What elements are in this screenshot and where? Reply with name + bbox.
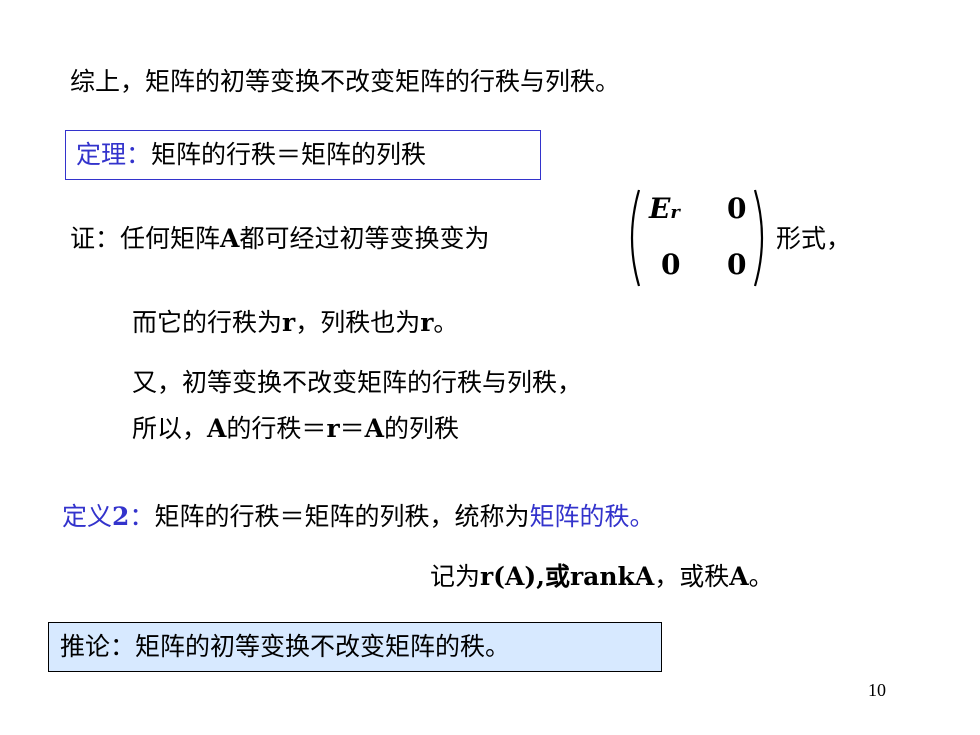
proof-text-e: 。 (433, 308, 459, 337)
definition-2: 定义2：矩阵的行秩＝矩阵的列秩，统称为矩阵的秩。 (62, 500, 654, 534)
matrix-cell-bottom-left: 0 (661, 248, 681, 281)
theorem-statement: 矩阵的行秩＝矩阵的列秩 (151, 140, 427, 169)
notation-text-d: 。 (748, 562, 774, 591)
corollary-label: 推论： (60, 632, 136, 661)
proof-text-d: ，列秩也为 (295, 308, 421, 337)
theorem-label: 定理： (76, 140, 152, 169)
notation-text-b: ,或 (536, 562, 570, 591)
matrix-cell-identity: Er (649, 192, 680, 225)
var-r: r (326, 414, 340, 443)
proof-text-f: 所以， (132, 414, 208, 443)
proof-text-a: 任何矩阵 (120, 224, 221, 253)
theorem-text: 定理：矩阵的行秩＝矩阵的列秩 (76, 138, 426, 172)
proof-line-1-end: 形式， (776, 224, 852, 253)
block-matrix: Er 0 0 0 (623, 186, 771, 290)
notation-line: 记为r(A),或rankA，或秩A。 (430, 560, 774, 594)
matrix-cell-top-right: 0 (727, 192, 747, 225)
var-A: A (207, 414, 227, 443)
var-r: r (282, 308, 296, 337)
equals-sign: ＝ (339, 414, 365, 443)
definition-colon: ： (129, 502, 155, 531)
notation-rank-a: rankA (569, 562, 655, 591)
proof-text-b: 都可经过初等变换变为 (239, 224, 490, 253)
proof-line-4: 所以，A的行秩＝r＝A的列秩 (132, 412, 459, 446)
proof-text-h: 的列秩 (384, 414, 460, 443)
notation-text-a: 记为 (430, 562, 481, 591)
definition-text: 矩阵的行秩＝矩阵的列秩，统称为 (154, 502, 530, 531)
notation-text-c: ，或秩 (654, 562, 730, 591)
matrix-brackets (630, 189, 764, 287)
var-r: r (420, 308, 434, 337)
corollary-text: 推论：矩阵的初等变换不改变矩阵的秩。 (60, 630, 510, 664)
definition-term: 矩阵的秩。 (529, 502, 655, 531)
summary-sentence: 综上，矩阵的初等变换不改变矩阵的行秩与列秩。 (70, 67, 621, 96)
definition-number: 2 (112, 502, 130, 531)
matrix-cell-bottom-right: 0 (727, 248, 747, 281)
summary-text: 综上，矩阵的初等变换不改变矩阵的行秩与列秩。 (70, 65, 620, 99)
definition-label: 定义 (62, 502, 113, 531)
corollary-box (48, 622, 662, 672)
page-number: 10 (868, 680, 886, 700)
notation-r-of-a: r(A) (480, 562, 537, 591)
proof-line-2: 而它的行秩为r，列秩也为r。 (132, 306, 458, 340)
theorem-box (65, 130, 541, 180)
matrix-var-A: A (220, 224, 240, 253)
proof-line-3: 又，初等变换不改变矩阵的行秩与列秩， (132, 368, 583, 397)
proof-line-1: 证：任何矩阵A都可经过初等变换变为 (70, 222, 489, 256)
var-A: A (729, 562, 749, 591)
corollary-statement: 矩阵的初等变换不改变矩阵的秩。 (135, 632, 511, 661)
proof-text-g: 的行秩＝ (226, 414, 327, 443)
proof-label: 证： (70, 224, 121, 253)
var-A: A (364, 414, 385, 443)
proof-text-c: 而它的行秩为 (132, 308, 283, 337)
